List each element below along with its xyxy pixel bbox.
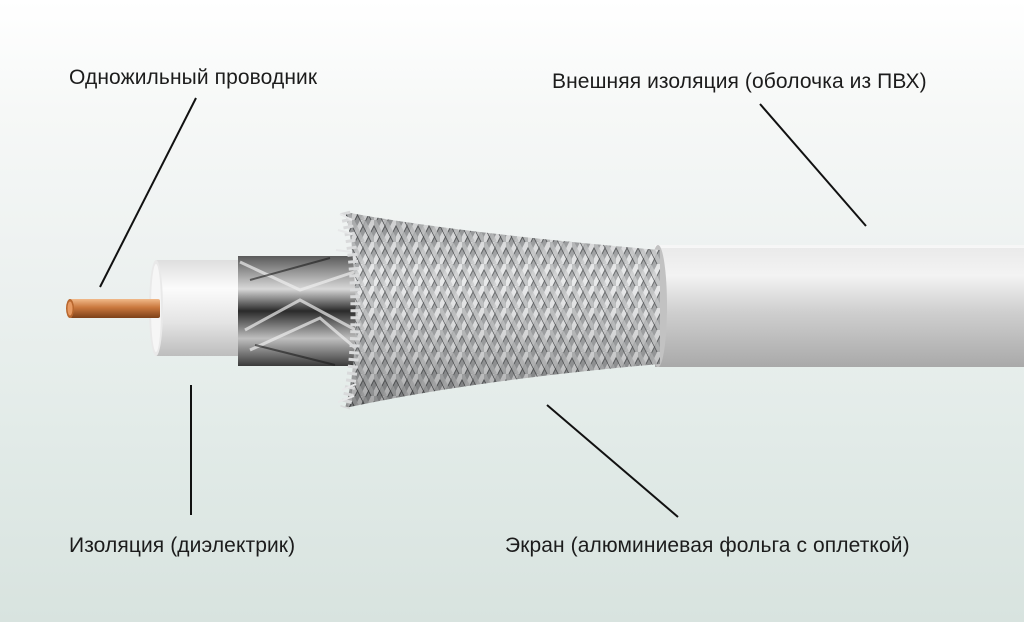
outer-jacket (649, 245, 1024, 367)
dielectric-insulation (149, 260, 246, 356)
braided-shield (335, 210, 660, 410)
label-outer-insulation: Внешняя изоляция (оболочка из ПВХ) (552, 70, 927, 93)
leader-line-conductor (99, 97, 197, 288)
aluminium-foil (238, 256, 368, 366)
copper-conductor (66, 299, 160, 318)
leader-line-shield (546, 404, 679, 518)
label-dielectric: Изоляция (диэлектрик) (69, 534, 296, 557)
leader-lines (99, 97, 867, 518)
label-shield: Экран (алюминиевая фольга с оплеткой) (505, 534, 910, 557)
label-conductor: Одножильный проводник (69, 66, 318, 89)
leader-line-outer-insulation (759, 103, 867, 227)
